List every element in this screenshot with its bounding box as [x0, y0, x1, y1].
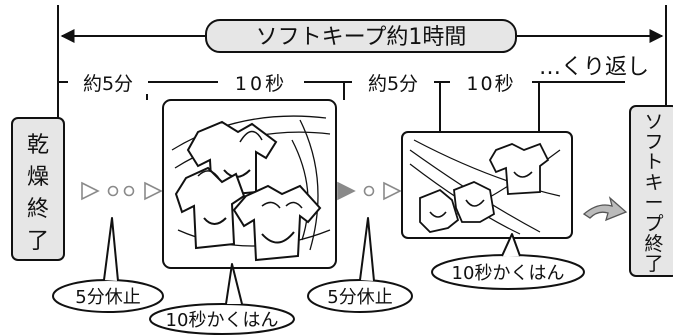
tumble-callout-1: 10秒かくはん: [149, 263, 295, 335]
triangle-marker-icon: [337, 181, 356, 201]
segment-label: 10秒: [235, 73, 287, 95]
rest-callout-2: 5分休止: [307, 217, 413, 313]
label-bg: [352, 70, 434, 94]
segment-label: 10秒: [466, 73, 515, 95]
end-char: ー: [644, 192, 663, 214]
end-char: フ: [644, 131, 663, 153]
soft-keep-finished-box: ソ フ ト キ ー プ 終 了: [629, 105, 673, 277]
triangle-marker-icon: [81, 181, 100, 201]
continue-arrow-icon: [582, 196, 628, 222]
end-char: 終: [644, 233, 663, 255]
end-char: キ: [644, 172, 663, 194]
label-bg: [218, 70, 304, 94]
segment-label: 約5分: [368, 73, 418, 95]
tumbling-clothes-illustration: [162, 99, 337, 269]
triangle-marker-icon: [144, 181, 163, 201]
duration-box: [205, 19, 517, 53]
triangle-marker-icon: [383, 181, 402, 201]
dot-marker-icon: [123, 185, 135, 197]
duration-title: ソフトキープ約1時間: [256, 25, 467, 50]
drying-finished-box: 乾 燥 終 了: [11, 117, 65, 261]
end-char: 了: [644, 253, 663, 275]
label-bg: [68, 70, 148, 94]
end-char: ソ: [644, 111, 663, 133]
label-bg: [524, 50, 664, 80]
tumble-callout-2: 10秒かくはん: [431, 233, 585, 290]
start-char: 燥: [27, 165, 49, 190]
segment-label: 約5分: [83, 73, 133, 95]
repeat-label: …くり返し: [539, 55, 649, 80]
svg-text:5分休止: 5分休止: [327, 287, 392, 308]
end-char: ト: [644, 151, 663, 173]
tumbling-clothes-illustration: [401, 131, 573, 239]
dot-marker-icon: [107, 185, 119, 197]
start-char: 了: [27, 229, 49, 254]
svg-text:10秒かくはん: 10秒かくはん: [166, 310, 279, 331]
svg-text:10秒かくはん: 10秒かくはん: [452, 263, 565, 284]
rest-callout-1: 5分休止: [52, 217, 164, 313]
svg-text:5分休止: 5分休止: [75, 287, 140, 308]
end-char: プ: [644, 213, 663, 235]
label-bg: [450, 70, 532, 94]
start-char: 終: [27, 197, 49, 222]
start-char: 乾: [27, 133, 49, 158]
dot-marker-icon: [363, 185, 375, 197]
